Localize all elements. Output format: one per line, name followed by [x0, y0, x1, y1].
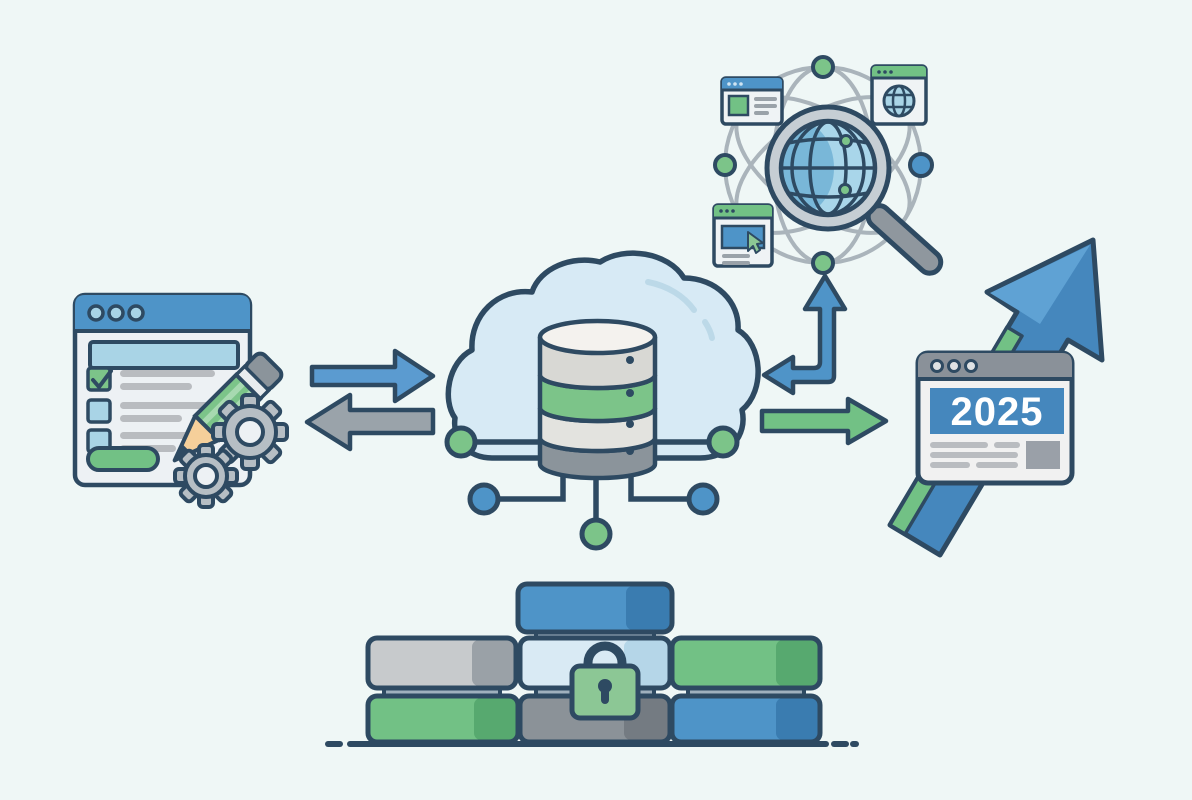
cloud-database-group — [444, 250, 761, 551]
cursor-icon — [747, 231, 764, 254]
form-button — [86, 446, 160, 472]
arrow-left-gray-icon — [304, 392, 436, 452]
global-search-group — [712, 55, 944, 276]
server-led-dot — [626, 420, 634, 428]
storage-block-green — [365, 693, 521, 745]
window-dot-icon — [930, 359, 944, 373]
magnifier-globe-icon — [764, 104, 944, 276]
network-node-blue-icon — [686, 482, 720, 516]
mini-browser-globe-icon — [870, 64, 928, 126]
text-line — [120, 370, 215, 377]
orbit-node-green-icon — [811, 251, 835, 275]
storage-block-blue — [515, 581, 675, 635]
network-node-blue-icon — [467, 482, 501, 516]
checklist-window-icon — [72, 292, 253, 488]
network-node-green-icon — [444, 425, 478, 459]
gear-large-icon — [211, 393, 289, 471]
window-title-bar — [75, 295, 250, 331]
text-line — [976, 462, 1018, 468]
server-led-dot — [626, 447, 634, 455]
database-cylinder-icon — [537, 318, 658, 481]
image-placeholder — [1026, 441, 1060, 469]
storage-block-gray — [365, 635, 519, 691]
form-input-field — [88, 340, 240, 370]
text-line — [120, 402, 215, 409]
server-led-dot — [626, 356, 634, 364]
mini-browser-cursor-icon — [712, 203, 774, 268]
magnifier-handle — [865, 203, 944, 276]
year-banner — [930, 388, 1064, 434]
arrow-right-blue-icon — [309, 348, 436, 404]
globe-node-icon — [839, 134, 853, 148]
year-text: 2025 — [951, 390, 1044, 434]
gear-small-icon — [173, 443, 239, 509]
checkbox-checked-icon — [86, 366, 112, 392]
year-browser-window-icon: 2025 — [915, 350, 1075, 486]
network-node-green-icon — [579, 517, 613, 551]
arrow-right-green-icon — [759, 396, 889, 446]
text-line — [120, 415, 182, 422]
storage-block-green — [669, 635, 823, 691]
cloud-highlight — [702, 319, 715, 341]
text-line — [930, 442, 988, 448]
text-line — [930, 452, 1018, 458]
server-led-dot — [626, 389, 634, 397]
globe-node-icon — [838, 183, 852, 197]
checkmark-icon — [91, 369, 113, 389]
growth-arrow-highlight — [990, 245, 1090, 324]
network-node-green-icon — [706, 425, 740, 459]
text-line — [120, 383, 192, 390]
checkbox-icon — [86, 398, 112, 424]
cloud-highlight — [645, 279, 697, 313]
storage-block-blue — [669, 693, 823, 745]
window-dot-icon — [87, 304, 105, 322]
padlock-icon — [569, 641, 641, 721]
window-dot-icon — [947, 359, 961, 373]
secure-storage-stack-icon — [325, 581, 859, 747]
window-dot-icon — [964, 359, 978, 373]
text-line — [994, 442, 1020, 448]
branch-arrow-blue-icon — [761, 273, 848, 396]
orbit-node-green-icon — [811, 55, 835, 79]
window-dot-icon — [127, 304, 145, 322]
text-line — [930, 462, 970, 468]
orbit-node-green-icon — [713, 153, 737, 177]
growth-group: 2025 — [887, 237, 1105, 558]
mini-browser-content-icon — [720, 76, 784, 126]
orbit-node-blue-icon — [908, 152, 934, 178]
window-dot-icon — [107, 304, 125, 322]
